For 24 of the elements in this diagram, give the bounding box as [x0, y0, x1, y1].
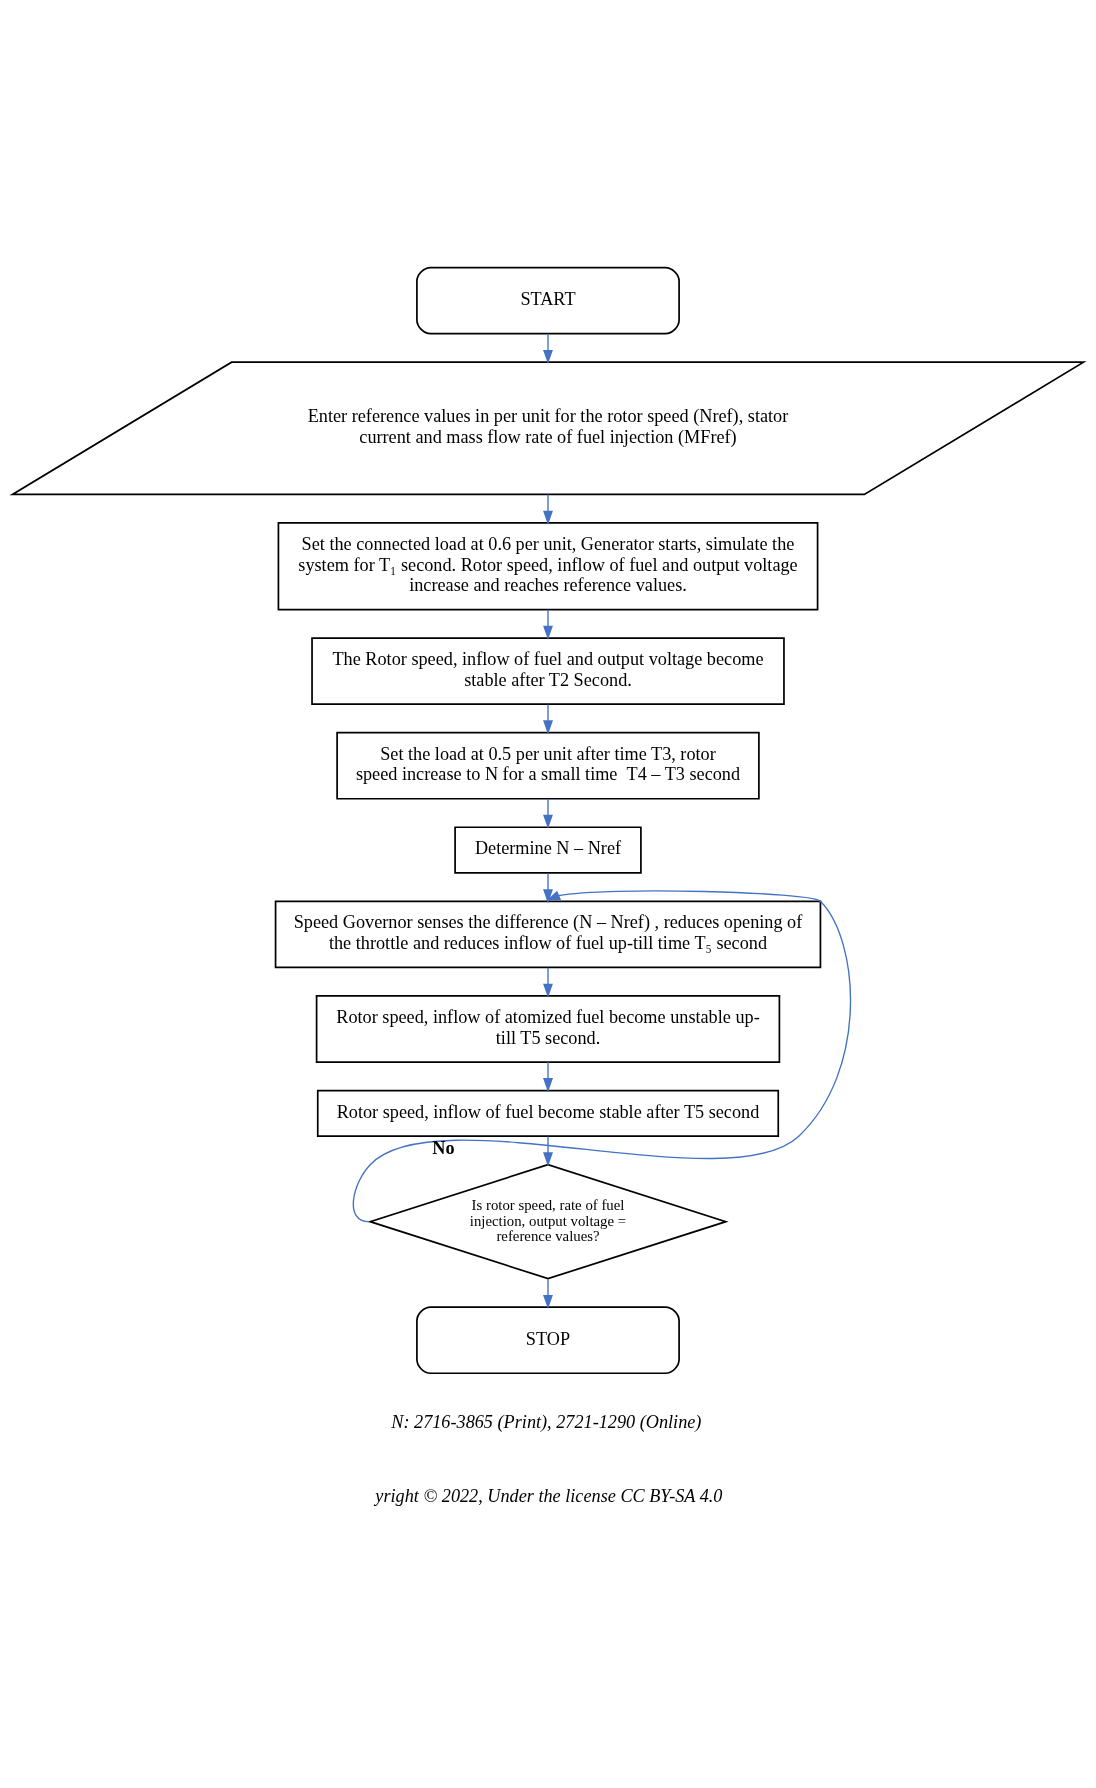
- arrow: [543, 703, 553, 734]
- node-box: STOP: [416, 1305, 680, 1374]
- node-diamond: Is rotor speed, rate of fuel injection, output voltage = reference values?: [367, 1163, 729, 1280]
- arrow: [543, 872, 553, 903]
- arrow: [543, 966, 553, 998]
- node-box: Determine N – Nref: [454, 825, 642, 874]
- arrow: [543, 797, 553, 829]
- node-box: Speed Governor senses the difference (N – Nref) , reduces opening of the throttle and reduces inflow of fuel up-till time T₅ second: [274, 900, 822, 968]
- arrow: [543, 1060, 553, 1092]
- arrow: [543, 1135, 553, 1167]
- arrow: [543, 493, 553, 525]
- node-box: START: [416, 266, 680, 335]
- label: N: 2716-3865 (Print), 2721-1290 (Online): [391, 1411, 702, 1432]
- arrow: [543, 332, 553, 364]
- label: yright © 2022, Under the license CC BY-SA 4.0: [375, 1485, 723, 1506]
- arrow: [543, 608, 553, 640]
- arrow: [543, 1277, 553, 1309]
- arrow: [352, 889, 852, 1222]
- node-box: The Rotor speed, inflow of fuel and output voltage become stable after T2 Second.: [311, 636, 785, 705]
- node-box: Set the load at 0.5 per unit after time T3, rotor speed increase to N for a small time T4 – T3 second: [336, 731, 760, 800]
- node-box: Set the connected load at 0.6 per unit, Generator starts, simulate the system for T₁ second. Rotor speed, inflow of fuel and output voltage increase and reaches reference values.: [277, 521, 819, 610]
- node-box: Rotor speed, inflow of fuel become stable after T5 second: [316, 1089, 780, 1137]
- edge-label: No: [432, 1137, 455, 1158]
- node-box: Rotor speed, inflow of atomized fuel become unstable up-till T5 second.: [315, 994, 781, 1063]
